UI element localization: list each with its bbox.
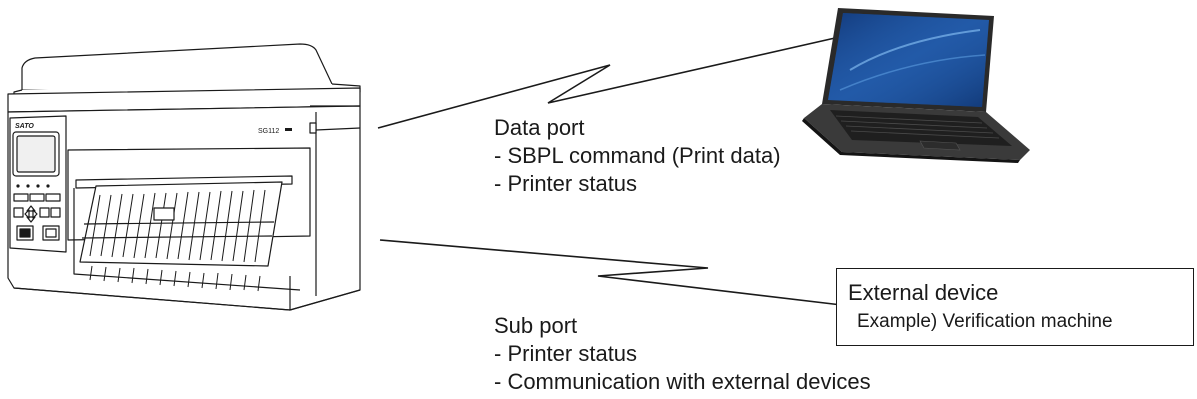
external-device-title: External device [848,280,999,305]
data-port-item-sbpl: - SBPL command (Print data) [494,143,781,168]
label-output-slot [79,181,283,267]
printer-model-label: SG112 [258,128,279,135]
sub-port-connection-line [379,239,851,307]
external-device-box: External device Example) Verification ma… [836,268,1194,346]
sub-port-item-communication: - Communication with external devices [494,369,871,394]
laptop-icon [802,8,1030,163]
sub-port-title: Sub port [494,313,578,338]
data-port-item-status: - Printer status [494,171,638,196]
printer-illustration: SATO SG112 [7,43,361,311]
dpad-icon [13,205,61,223]
sub-port-item-status: - Printer status [494,341,638,366]
external-device-example: Example) Verification machine [857,311,1113,332]
data-port-connection-line [377,37,836,129]
data-port-label-group: Data port - SBPL command (Print data) - … [494,114,781,198]
data-port-title: Data port [494,115,585,140]
sub-port-label-group: Sub port - Printer status - Communicatio… [494,312,871,396]
printer-brand-label: SATO [15,123,34,130]
printer-top-cover [21,43,333,93]
